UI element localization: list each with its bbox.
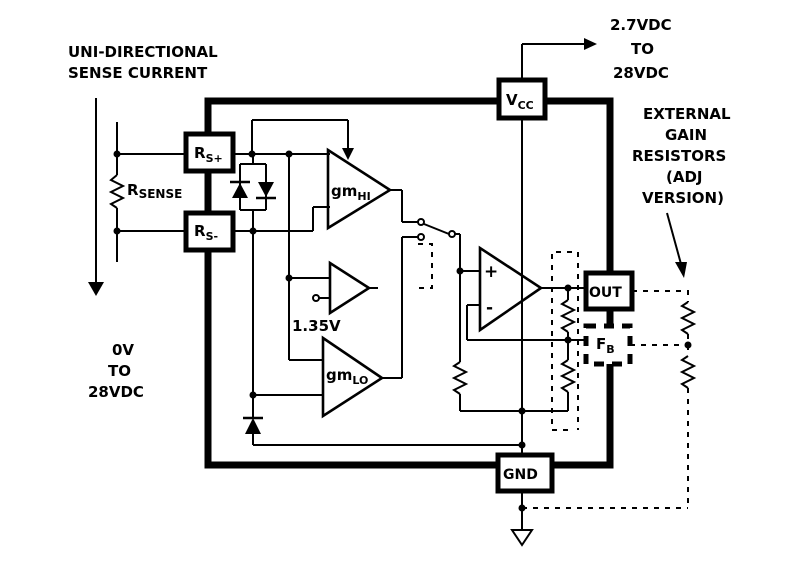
gm-hi-amplifier [326, 147, 393, 231]
opamp-minus-label: - [486, 298, 493, 318]
pin-out-label: OUT [589, 285, 622, 301]
gm-hi-label: gmHI [331, 182, 371, 203]
pin-rs-plus-label: RS+ [194, 144, 223, 165]
sense-current-label-2: SENSE CURRENT [68, 64, 208, 82]
pin-vcc [496, 77, 548, 121]
supply-label-2: TO [631, 40, 654, 58]
pin-rs-plus [183, 131, 236, 174]
clamp-diode [243, 416, 263, 434]
pin-gnd-label: GND [503, 467, 538, 483]
vcc-supply-wire [521, 38, 597, 80]
ext-label-2: GAIN [665, 126, 707, 144]
pin-vcc-label: VCC [506, 91, 534, 112]
internal-resistor-bracket [551, 251, 579, 431]
pin-rs-minus [183, 210, 236, 253]
sense-current-arrow [88, 98, 104, 296]
sense-current-label-1: UNI-DIRECTIONAL [68, 43, 218, 61]
ext-resistor-arrow [666, 212, 687, 278]
comparator [328, 260, 372, 316]
output-opamp [478, 245, 544, 333]
pin-rs-minus-label: RS- [194, 222, 218, 243]
pin-out [583, 270, 635, 312]
ext-label-3: RESISTORS [632, 147, 726, 165]
ref-voltage-label: 1.35V [292, 317, 341, 335]
vin-label-1: 0V [112, 341, 134, 359]
rsense-resistor [108, 122, 126, 262]
protection-diode-right [256, 182, 276, 200]
gm-lo-amplifier [321, 335, 385, 419]
gm-lo-label: gmLO [326, 366, 368, 387]
pin-fb-label: FB [596, 335, 615, 356]
supply-label-1: 2.7VDC [610, 16, 672, 34]
vin-label-3: 28VDC [88, 383, 144, 401]
ext-label-5: VERSION) [642, 189, 724, 207]
opamp-plus-label: + [484, 262, 498, 282]
protection-diode-left [230, 180, 250, 198]
internal-wiring [233, 119, 586, 453]
vin-label-2: TO [108, 362, 131, 380]
ext-label-4: (ADJ [666, 168, 703, 186]
ext-label-1: EXTERNAL [643, 105, 731, 123]
rsense-label: RSENSE [127, 181, 182, 201]
external-gain-resistors [522, 290, 697, 509]
supply-label-3: 28VDC [613, 64, 669, 82]
pin-gnd [495, 452, 555, 494]
ground-symbol [510, 491, 534, 547]
